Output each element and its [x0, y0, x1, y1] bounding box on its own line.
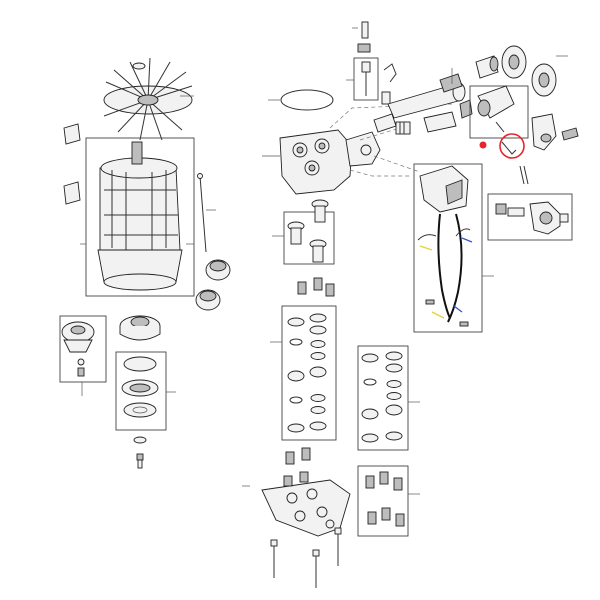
washer-screw-part[interactable] — [133, 436, 147, 469]
valve-group-box — [353, 57, 379, 101]
piston-seal-part[interactable] — [119, 315, 161, 341]
check-valve-part[interactable] — [395, 121, 411, 135]
highlighted-clip-part[interactable] — [501, 141, 517, 155]
bolt-part[interactable] — [270, 527, 342, 588]
outlet-valve-part[interactable] — [285, 447, 311, 465]
nut-part[interactable] — [357, 43, 371, 53]
brush-holder-part[interactable] — [63, 123, 81, 205]
bearing-part[interactable] — [121, 356, 159, 418]
motor-stator-part[interactable] — [97, 141, 183, 291]
connector-part[interactable] — [475, 55, 499, 79]
pin-clip-part[interactable] — [519, 165, 529, 185]
highlight-dot — [479, 141, 487, 149]
switch-housing-part[interactable] — [61, 321, 95, 377]
valve-kit-part[interactable] — [365, 471, 405, 527]
spacer-ring-part[interactable] — [501, 45, 557, 97]
seal-kit-group-box — [281, 305, 337, 441]
o-ring-part[interactable] — [280, 89, 334, 111]
bearing-group-box — [115, 351, 167, 431]
switch-box-part[interactable] — [419, 165, 469, 213]
valve-plug-group-box — [283, 211, 335, 265]
seal-group-box — [59, 315, 107, 383]
pump-head-part[interactable] — [279, 129, 381, 195]
elbow-fitting-part[interactable] — [531, 113, 579, 151]
outlet-fitting-part[interactable] — [477, 85, 515, 133]
assembly-guide-lines — [329, 103, 453, 177]
seal-kit-b-group-box — [357, 345, 409, 451]
injector-part[interactable] — [423, 99, 473, 133]
thermal-valve-group-box — [487, 193, 573, 241]
spring-clip-part[interactable] — [381, 63, 397, 105]
tie-rod-part[interactable] — [197, 173, 207, 253]
pin-part[interactable] — [361, 21, 369, 39]
thermal-valve-part[interactable] — [495, 201, 569, 235]
bearing-cap-part[interactable] — [195, 259, 231, 311]
outlet-group-box — [469, 85, 529, 139]
seal-kit-part[interactable] — [287, 313, 327, 433]
fan-blade-part[interactable] — [103, 57, 193, 141]
valve-cartridge-part[interactable] — [297, 277, 335, 297]
valve-kit-group-box — [357, 465, 409, 537]
highlight-ring — [499, 133, 525, 159]
electrical-group-box — [413, 163, 483, 333]
valve-stem-part[interactable] — [361, 61, 371, 96]
unloader-tube-part[interactable] — [373, 73, 466, 133]
manifold-part[interactable] — [261, 471, 351, 537]
retaining-clip-part[interactable] — [132, 62, 146, 70]
seal-kit-b-part[interactable] — [361, 351, 403, 443]
valve-plug-part[interactable] — [287, 199, 329, 263]
motor-group-box — [85, 137, 195, 297]
wiring-harness-part[interactable] — [417, 213, 473, 327]
